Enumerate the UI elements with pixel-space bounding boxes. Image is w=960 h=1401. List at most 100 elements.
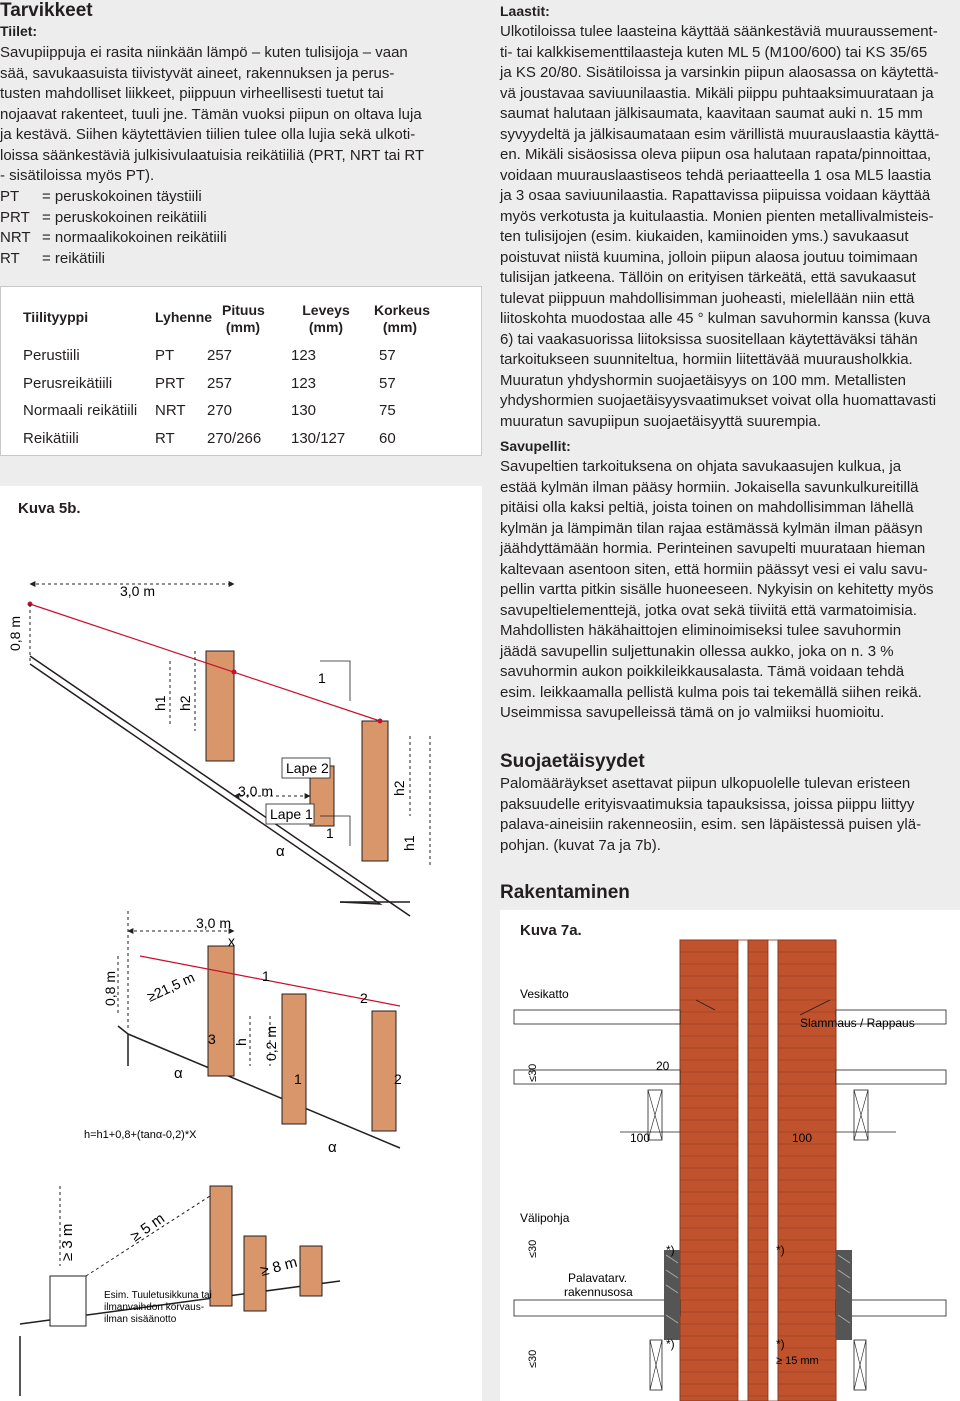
text-line: nojaavat rakenteet, tuuli jne. Tämän vuo…	[0, 105, 422, 123]
label-palavatarv: Palavatarv.	[568, 1271, 627, 1285]
label-slammaus: Slammaus / Rappaus	[800, 1016, 915, 1030]
dim-label: 1	[326, 825, 334, 841]
heading-rakentaminen: Rakentaminen	[500, 882, 630, 903]
dim-label: 3,0 m	[196, 915, 231, 931]
label-20: 20	[656, 1059, 670, 1073]
cell: 123	[291, 374, 317, 392]
dim-label: h	[233, 1038, 249, 1046]
chimney	[299, 1245, 323, 1297]
abbr: PT	[0, 188, 20, 205]
dim-label: h1	[401, 835, 417, 851]
text-line: sää, savukaasuista tiivistyvät aineet, r…	[0, 64, 395, 82]
text-line: tarkoitukseen suunniteltua, hormiin liit…	[500, 351, 913, 368]
subtitle-tiilet: Tiilet:	[0, 23, 38, 39]
dim-label: 2	[394, 1071, 402, 1087]
table-row: Perusreikätiili PRT 257 123 57	[23, 370, 419, 398]
note-label: Esim. Tuuletusikkuna tai	[104, 1290, 212, 1301]
heading-suojaetaisyydet: Suojaetäisyydet	[500, 751, 645, 772]
brick-joints	[680, 951, 836, 1397]
abbr: RT	[0, 249, 20, 267]
text-line: tulisijan jatkeena. Tällöin on erityisen…	[500, 269, 916, 286]
reference-line	[29, 603, 381, 722]
text-line: syvyydeltä ja jälkisaumataan esim värill…	[500, 125, 940, 143]
dim-label: 0,2 m	[263, 1026, 279, 1061]
text-line: kaltevaan asentoon siten, että hormiin p…	[500, 560, 928, 578]
text-line: saumat halutaan jälkisaumata, kaavitaan …	[500, 105, 923, 122]
cell: 257	[207, 347, 233, 365]
chimney	[205, 650, 235, 762]
text-line: Savupeltien tarkoituksena on ohjata savu…	[500, 458, 902, 475]
cell: Perusreikätiili	[23, 374, 113, 392]
diagram-roof-1: 3,0 m 0,8 m h1 h2 1 Lape 2 Lape 1 3,0 m …	[7, 581, 431, 917]
chimney	[281, 993, 307, 1125]
subtitle-laastit: Laastit:	[500, 3, 550, 19]
lape-2-box	[281, 757, 331, 779]
dim-label: 2	[360, 990, 368, 1006]
laastit-paragraph: Ulkotiloissa tulee laasteina käyttää sää…	[500, 22, 939, 432]
text-line: liitoskohta muodostaa alle 45 ° kulman s…	[500, 310, 931, 327]
text-line: tusten mahdolliset liikkeet, piippuun vi…	[0, 85, 384, 102]
alpha-label: α	[328, 1139, 337, 1156]
abbr-def: = peruskokoinen reikätiili	[42, 208, 207, 226]
text-line: loissa säänkestäviä julkisivulaatuisia r…	[0, 146, 425, 164]
text-line: ja 3 osaa saviuunilaastia. Rapattavissa …	[500, 187, 931, 204]
hatch	[647, 1089, 869, 1141]
cell: PT	[155, 347, 175, 365]
label-100-left: 100	[630, 1131, 650, 1145]
text-line: ja KS 20/80. Sisätiloissa ja varsinkin p…	[500, 64, 939, 81]
window	[49, 1275, 87, 1327]
note-label: ilman sisäänotto	[104, 1314, 177, 1325]
text-line: pohjan. (kuvat 7a ja 7b).	[500, 836, 661, 854]
text-line: poistuvat niistä kuumina, jolloin piipun…	[500, 248, 918, 266]
cell: 270/266	[207, 429, 262, 447]
dim-label: 3	[208, 1031, 216, 1047]
chimney-wall	[679, 939, 739, 1401]
dim-label: 1	[262, 968, 270, 984]
suoja-paragraph: Palomääräykset asettavat piipun ulkopuol…	[500, 774, 921, 856]
alpha-label: α	[276, 843, 285, 860]
label-star: *)	[776, 1337, 785, 1351]
table-row: Normaali reikätiili NRT 270 130 75	[23, 397, 419, 425]
text-line: muuratun savupiipun suojaetäisyyttä suur…	[500, 412, 822, 430]
dim-label: 3,0 m	[238, 783, 273, 799]
dim-label: 1	[294, 1071, 302, 1087]
text-line: Useimmissa savupelleissä tämä on jo valm…	[500, 704, 885, 721]
roof-line	[117, 1025, 129, 1066]
dim-label: h2	[391, 780, 407, 796]
dim-label: 0,8 m	[7, 616, 23, 651]
dim-label: ≥21,5 m	[145, 969, 198, 1005]
cell: 57	[379, 347, 396, 365]
label-le30c: ≤30	[527, 1350, 539, 1368]
abbr-def: = reikätiili	[42, 249, 105, 267]
chimney	[361, 720, 389, 862]
chimney	[207, 945, 235, 1077]
cell: RT	[155, 429, 175, 447]
dim-label: 3,0 m	[120, 583, 155, 599]
brick-table-box	[0, 286, 482, 456]
cell: 130	[291, 402, 317, 420]
text-line: Muuratun yhdyshormin suojaetäisyys on 10…	[500, 371, 907, 389]
abbreviation-list: PT= peruskokoinen täystiili PRT= perusko…	[0, 187, 227, 269]
dim-label: h2	[177, 695, 193, 711]
abbr-def: = normaalikokoinen reikätiili	[42, 229, 227, 246]
label-ge15: ≥ 15 mm	[776, 1355, 819, 1367]
text-line: savuhormin aukon poikkileikkausalasta. T…	[500, 663, 905, 680]
roof-slab	[513, 1009, 681, 1025]
dashed-line	[320, 815, 351, 846]
text-line: palava-aineisiin rakenneosiin, esim. sen…	[500, 816, 922, 833]
chimney-section-diagram: Vesikatto Slammaus / Rappaus ≤30 20 100 …	[513, 939, 947, 1401]
diagram-roof-2: 3,0 m x 0,8 m ≥21,5 m 1 2 3 h 0,2 m 1 2 …	[84, 911, 402, 1156]
chimney-wall	[747, 939, 769, 1401]
text-line: vä joustavaa saviuunilaastia. Mikäli pii…	[500, 84, 934, 102]
insulation	[664, 1250, 680, 1340]
tiilet-paragraph: Savupiippuja ei rasita niinkään lämpö – …	[0, 43, 424, 187]
label-star: *)	[666, 1243, 675, 1257]
text-line: en. Mikäli sisäosissa oleva piipun osa h…	[500, 146, 932, 163]
roof-slab	[835, 1009, 947, 1025]
note-label: ilmanvaihdon korvaus-	[104, 1302, 204, 1313]
roof-slab	[835, 1069, 947, 1085]
roof-slab	[513, 1069, 681, 1085]
table-header-leveys: Leveys (mm)	[302, 302, 350, 335]
cell: PRT	[155, 374, 185, 392]
chimney-wall	[767, 939, 779, 1401]
